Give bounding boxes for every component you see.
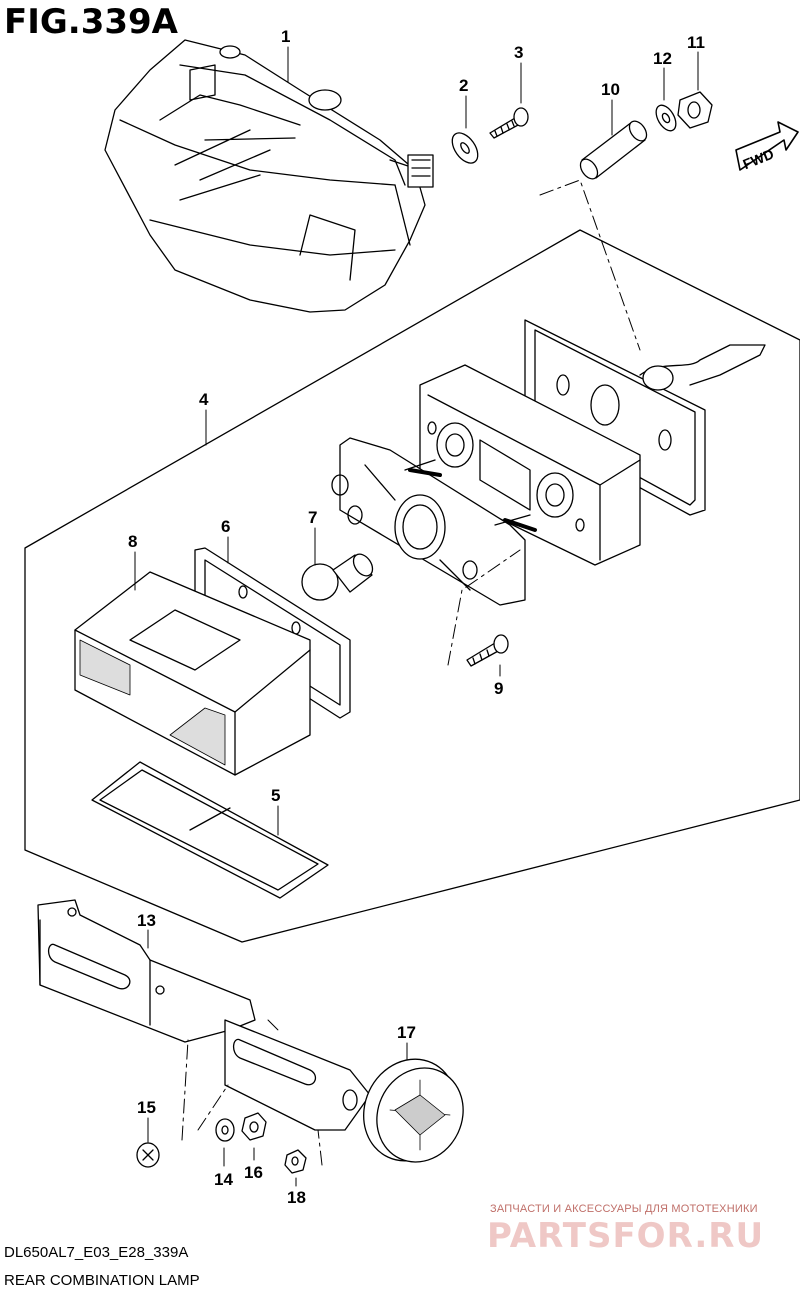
callout-11: 11 <box>687 33 705 52</box>
callout-9: 9 <box>494 679 503 698</box>
callout-labels: 1 2 3 4 5 6 7 8 9 10 11 12 13 14 15 16 1… <box>128 27 705 1207</box>
part-13-bracket[interactable] <box>37 899 256 1043</box>
socket-bracket <box>331 437 537 606</box>
part-14-nut[interactable] <box>215 1118 235 1142</box>
dashed-assembly-lines <box>181 179 641 1166</box>
callout-2: 2 <box>459 76 468 95</box>
callout-15: 15 <box>137 1098 156 1117</box>
callout-14: 14 <box>214 1170 233 1189</box>
callout-4: 4 <box>199 390 209 409</box>
callout-13: 13 <box>137 911 156 930</box>
part-9-screw[interactable] <box>466 634 509 667</box>
callout-3: 3 <box>514 43 523 62</box>
callout-7: 7 <box>308 508 317 527</box>
callout-12: 12 <box>653 49 672 68</box>
watermark-tagline: ЗАПЧАСТИ И АКСЕССУАРЫ ДЛЯ МОТОТЕХНИКИ <box>490 1203 758 1215</box>
callout-1: 1 <box>281 27 290 46</box>
callout-17: 17 <box>397 1023 416 1042</box>
part-7-bulb[interactable] <box>301 551 376 601</box>
part-8-lens[interactable] <box>74 571 311 776</box>
part-18-nut[interactable] <box>284 1149 307 1174</box>
part-5-reflector[interactable] <box>91 761 329 899</box>
diagram-name: REAR COMBINATION LAMP <box>4 1272 200 1289</box>
callout-16: 16 <box>244 1163 263 1182</box>
fwd-arrow-icon: FWD <box>735 121 799 172</box>
leader-lines <box>134 46 699 1187</box>
callout-5: 5 <box>271 786 280 805</box>
part-16-nut[interactable] <box>241 1112 267 1141</box>
lamp-base-plate <box>419 364 641 566</box>
part-17-reflex-reflector[interactable] <box>347 1044 478 1176</box>
callout-8: 8 <box>128 532 137 551</box>
callout-6: 6 <box>221 517 230 536</box>
callout-18: 18 <box>287 1188 306 1207</box>
part-11-nut[interactable] <box>677 91 713 129</box>
part-4-assembly-outline <box>24 229 800 943</box>
callout-10: 10 <box>601 80 620 99</box>
part-12-washer[interactable] <box>652 102 680 134</box>
part-3-screw[interactable] <box>489 107 529 139</box>
bracket-extension <box>224 1019 371 1131</box>
figure-title: FIG.339A <box>4 2 178 42</box>
watermark-logo: PARTSFOR.RU <box>487 1216 765 1256</box>
part-1-tail-lamp[interactable] <box>104 39 434 313</box>
part-15-screw[interactable] <box>136 1142 160 1168</box>
part-2-washer[interactable] <box>447 128 483 167</box>
diagram-code: DL650AL7_E03_E28_339A <box>4 1244 189 1261</box>
part-10-spacer[interactable] <box>577 118 650 182</box>
